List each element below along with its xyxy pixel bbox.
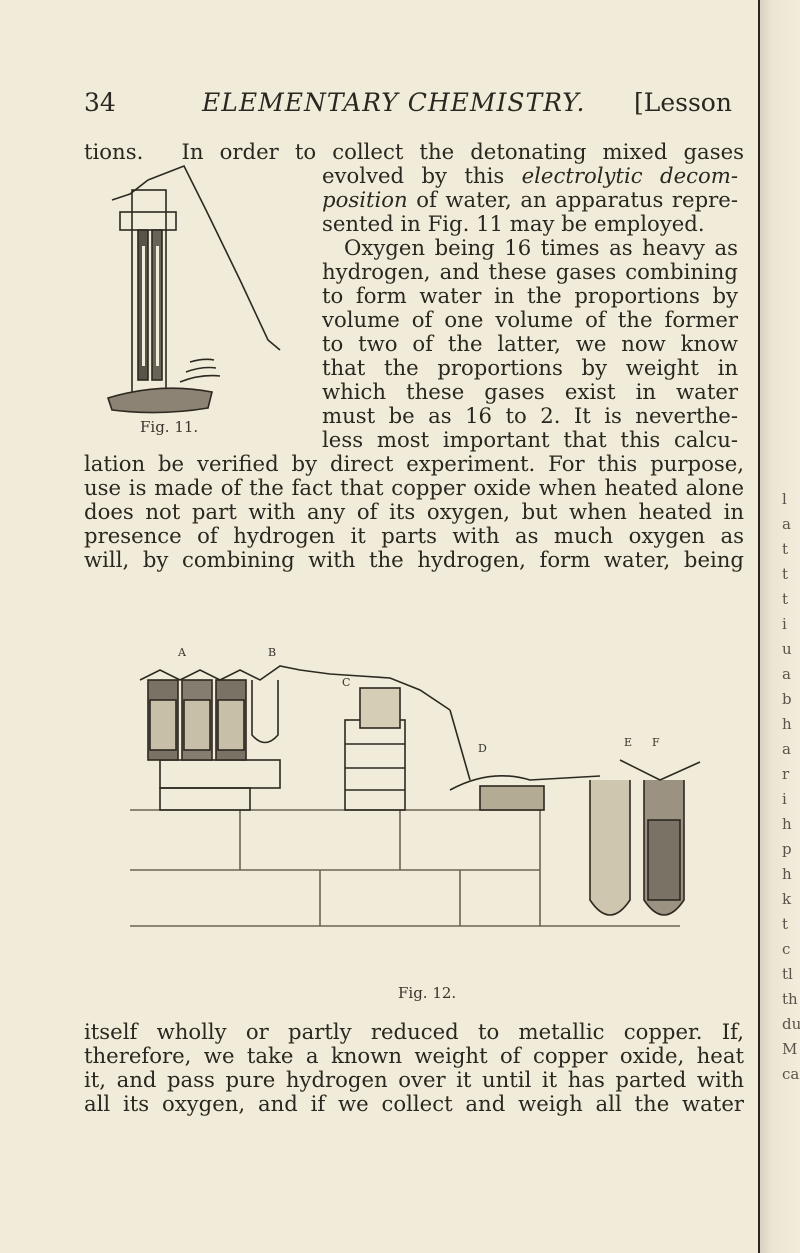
figure-12-illustration (130, 665, 701, 927)
lesson-label: [Lesson (634, 88, 732, 117)
edge-fragment: h (782, 715, 792, 733)
edge-fragment: t (782, 565, 789, 583)
edge-fragment: u (782, 640, 792, 658)
edge-fragment: l (782, 490, 787, 508)
text-line: must be as 16 to 2. It is neverthe- (322, 403, 738, 428)
figure-11-illustration (106, 164, 281, 414)
figure-12-letter-f: F (652, 736, 660, 749)
text-line: sented in Fig. 11 may be employed. (322, 211, 705, 236)
text-line: hydrogen, and these gases combining (322, 259, 738, 284)
text-line: does not part with any of its oxygen, bu… (84, 499, 744, 524)
text-line: evolved by this electrolytic decom- (322, 163, 738, 188)
text-line: will, by combining with the hydrogen, fo… (84, 547, 744, 572)
edge-fragment: tl (782, 965, 793, 983)
running-title: ELEMENTARY CHEMISTRY. (202, 88, 586, 117)
text-line: it, and pass pure hydrogen over it until… (84, 1067, 744, 1092)
figure-12-letter-b: B (268, 646, 277, 659)
figure-12-letter-c: C (342, 676, 351, 689)
edge-fragment: cai (782, 1065, 800, 1083)
edge-fragment: du (782, 1015, 800, 1033)
edge-fragment: t (782, 915, 789, 933)
edge-fragment: c (782, 940, 791, 958)
figure-11-caption: Fig. 11. (140, 418, 199, 436)
text-line: therefore, we take a known weight of cop… (84, 1043, 744, 1068)
edge-fragment: t (782, 540, 789, 558)
text-line: all its oxygen, and if we collect and we… (84, 1091, 744, 1116)
text-line: lation be verified by direct experiment.… (84, 451, 744, 476)
text-line: Oxygen being 16 times as heavy as (344, 235, 738, 260)
text-line: use is made of the fact that copper oxid… (84, 475, 744, 500)
edge-fragment: h (782, 815, 792, 833)
edge-fragment: b (782, 690, 792, 708)
page-number: 34 (84, 88, 116, 117)
adjacent-page-edge: l a t t t i u a b h a r i h p h k t c tl… (758, 0, 800, 1253)
edge-fragment: k (782, 890, 792, 908)
figure-12-letter-a: A (178, 646, 186, 659)
edge-fragment: t (782, 590, 789, 608)
text-line: to two of the latter, we now know (322, 331, 738, 356)
text-line: itself wholly or partly reduced to metal… (84, 1019, 744, 1044)
text-line: that the proportions by weight in (322, 355, 738, 380)
edge-fragment: M (782, 1040, 798, 1058)
edge-fragment: a (782, 515, 791, 533)
text-line: tions. In order to collect the detonatin… (84, 139, 744, 164)
text-line: to form water in the proportions by (322, 283, 738, 308)
edge-fragment: r (782, 765, 790, 783)
figure-12-caption: Fig. 12. (398, 984, 457, 1002)
text-line: which these gases exist in water (322, 379, 738, 404)
text-line: less most important that this calcu- (322, 427, 738, 452)
text-line: presence of hydrogen it parts with as mu… (84, 523, 744, 548)
edge-fragment: a (782, 740, 791, 758)
edge-fragment: h (782, 865, 792, 883)
edge-fragment: a (782, 665, 791, 683)
page-header: 34 ELEMENTARY CHEMISTRY. [Lesson (84, 88, 744, 122)
edge-fragment: i (782, 615, 787, 633)
edge-fragment: th (782, 990, 798, 1008)
text-line: position of water, an apparatus repre- (322, 187, 738, 212)
figure-12-letter-d: D (478, 742, 487, 755)
figure-12-letter-e: E (624, 736, 633, 749)
edge-fragment: i (782, 790, 787, 808)
edge-fragment: p (782, 840, 792, 858)
text-line: volume of one volume of the former (322, 307, 738, 332)
